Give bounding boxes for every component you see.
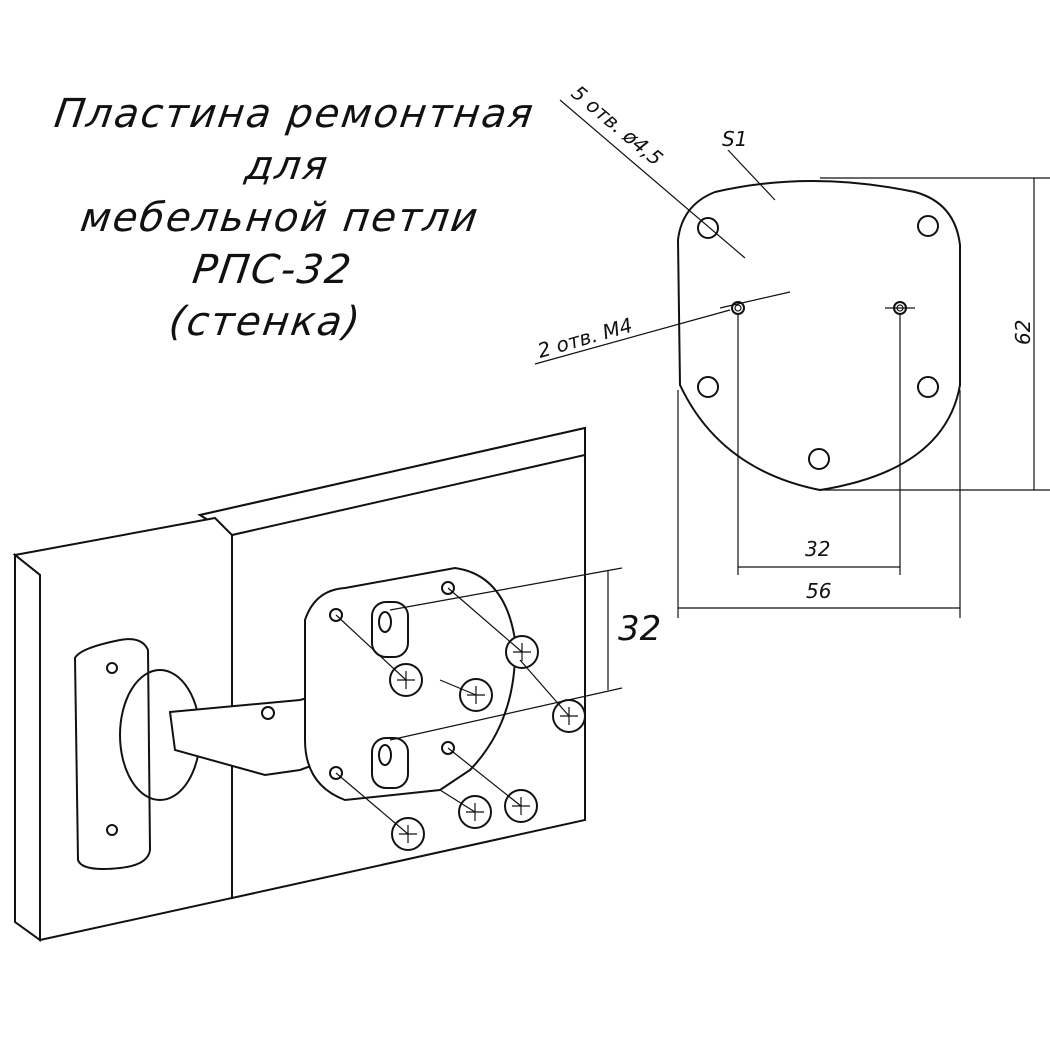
- hole-45-top-right: [917, 215, 939, 237]
- plate-view: 5 отв. ø4,5 2 отв. М4 S1 62 32 56: [535, 80, 1050, 618]
- dim-inner-width: 32: [805, 537, 830, 561]
- hole-45-top-left: [697, 217, 719, 239]
- plate-outline: [676, 180, 961, 492]
- callout-leader-45: [559, 99, 746, 259]
- dim-outer-width: 56: [806, 579, 831, 603]
- hole-m4-left-inner: [734, 304, 742, 312]
- dim-height: 62: [1011, 320, 1035, 345]
- dim-spacing: 32: [618, 609, 661, 649]
- hole-45-mid-left: [697, 376, 719, 398]
- callout-holes-45: 5 отв. ø4,5: [567, 80, 668, 170]
- hole-45-mid-right: [917, 376, 939, 398]
- hinge-cup-plate: [73, 638, 152, 870]
- callout-holes-m4: 2 отв. М4: [535, 313, 635, 363]
- thickness-label: S1: [722, 127, 747, 151]
- callout-leader-m4: [534, 309, 731, 365]
- hole-45-bottom: [808, 448, 830, 470]
- assembly-view: 32: [12, 426, 661, 942]
